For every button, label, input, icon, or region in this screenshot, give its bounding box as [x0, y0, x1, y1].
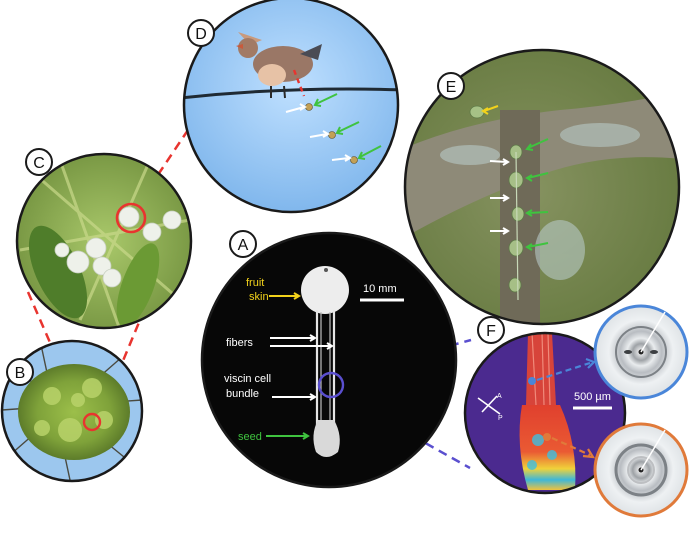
label-fibers: fibers — [226, 337, 253, 349]
badge-a: A — [229, 230, 257, 258]
panel-c-highlight-circle — [115, 202, 147, 234]
seed-shape — [313, 420, 340, 457]
svg-text:F: F — [486, 323, 496, 340]
panel-c-mistletoe-berries-photo — [15, 152, 193, 330]
svg-text:B: B — [15, 365, 26, 382]
badge-f: F — [477, 316, 505, 344]
panel-b-mistletoe-bush-photo — [0, 339, 144, 483]
xray-link-arrows — [536, 357, 596, 459]
xray-spot-bottom — [543, 433, 551, 441]
polarizer-cross-icon — [477, 395, 501, 415]
panel-badges: A B C D E F — [6, 19, 505, 386]
polarizer-p-label: P — [498, 415, 503, 422]
xray-pattern-bottom — [593, 422, 689, 518]
scale-label-f: 500 µm — [574, 391, 611, 403]
panel-d-bird-on-wire-photo — [182, 0, 400, 214]
label-viscin-cell: viscin cell — [224, 373, 271, 385]
power-wire — [184, 87, 398, 100]
label-seed: seed — [238, 431, 262, 443]
badge-b: B — [6, 358, 34, 386]
svg-text:A: A — [238, 237, 249, 254]
scale-label-a: 10 mm — [363, 283, 397, 295]
label-skin: skin — [249, 291, 269, 303]
xray-spot-top — [528, 377, 536, 385]
badge-d: D — [187, 19, 215, 47]
xray-pattern-top — [593, 304, 689, 400]
label-fruit: fruit — [246, 277, 264, 289]
badge-c: C — [25, 148, 53, 176]
panel-b-highlight-circle — [82, 412, 102, 432]
svg-text:E: E — [446, 79, 457, 96]
svg-text:C: C — [33, 155, 45, 172]
label-bundle: bundle — [226, 388, 259, 400]
badge-e: E — [437, 72, 465, 100]
viscin-highlight-circle — [317, 371, 345, 399]
fruit-skin-shape — [301, 266, 349, 314]
svg-text:D: D — [195, 26, 207, 43]
panel-a-fruit-structure: fruit skin fibers viscin cell bundle see… — [200, 231, 458, 489]
polarizer-a-label: A — [497, 393, 502, 400]
